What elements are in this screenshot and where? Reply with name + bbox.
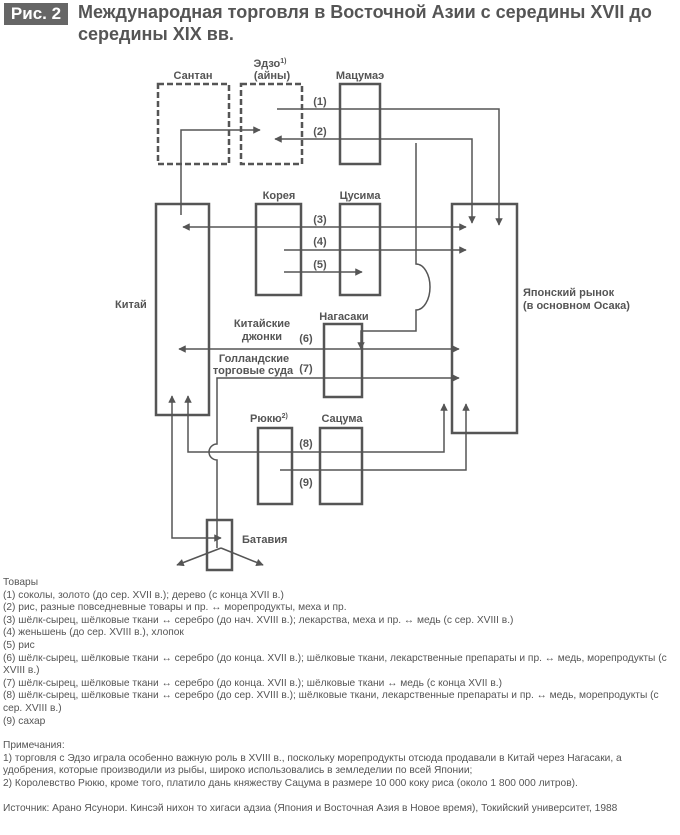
route-9-arrow xyxy=(280,403,470,471)
label-ezo-ainu: (айны) xyxy=(254,70,291,82)
goods-item: (9) сахар xyxy=(3,715,46,727)
label-matsumae: Мацумаэ xyxy=(336,70,384,82)
label-satsuma: Сацума xyxy=(321,413,363,425)
matsumae-box xyxy=(338,82,382,166)
route-label-2: (2) xyxy=(313,126,327,138)
goods-item: (3) шёлк-сырец, шёлковые ткани ↔ серебро… xyxy=(3,614,514,626)
batavia-box xyxy=(205,518,234,572)
goods-heading: Товары xyxy=(3,577,39,588)
source-citation: Источник: Арано Ясунори. Кинсэй нихон то… xyxy=(3,802,618,814)
route-label-7: (7) xyxy=(299,363,313,375)
label-ezo: Эдзо1) xyxy=(254,58,287,70)
label-japan-market: Японский рынок xyxy=(523,287,615,299)
route-label-3: (3) xyxy=(313,214,327,226)
route-label-5: (5) xyxy=(313,259,327,271)
label-dutch-ships-2: торговые суда xyxy=(213,365,294,377)
label-batavia: Батавия xyxy=(242,534,287,546)
trade-diagram: Сантан Эдзо1) (айны) Мацумаэ Корея Цусим… xyxy=(115,58,630,572)
goods-item: (4) женьшень (до сер. XVIII в.), хлопок xyxy=(3,627,184,639)
goods-item: (5) рис xyxy=(3,639,35,651)
route-label-8: (8) xyxy=(299,438,313,450)
note-item: 2) Королевство Рюкю, кроме того, платило… xyxy=(3,777,578,789)
label-santan: Сантан xyxy=(174,70,213,82)
batavia-out-right-arrow xyxy=(220,547,264,566)
route-label-6: (6) xyxy=(299,333,313,345)
route-label-1: (1) xyxy=(313,96,327,108)
legend-notes: Товары (1) соколы, золото (до сер. XVII … xyxy=(3,577,675,815)
japan-market-box xyxy=(450,202,519,435)
figure-badge: Рис. 2 xyxy=(4,3,68,25)
ezo-nagasaki-arrow xyxy=(357,143,431,350)
route-1-arrow xyxy=(277,108,503,226)
nagasaki-box xyxy=(322,322,364,399)
santan-box xyxy=(156,82,231,166)
notes-heading: Примечания: xyxy=(3,740,65,752)
label-tsushima: Цусима xyxy=(340,190,382,202)
goods-item: (7) шёлк-сырец, шёлковые ткани ↔ серебро… xyxy=(3,677,502,689)
figure-title: Международная торговля в Восточной Азии … xyxy=(78,2,652,44)
label-ryukyu: Рюкю2) xyxy=(250,413,288,425)
label-china: Китай xyxy=(115,299,147,311)
ryukyu-box xyxy=(256,426,294,506)
route-8-arrow xyxy=(184,395,448,453)
route-label-4: (4) xyxy=(313,236,327,248)
china-batavia-arrow xyxy=(168,395,222,542)
batavia-out-left-arrow xyxy=(176,547,222,567)
label-chinese-junks: Китайские xyxy=(234,318,290,330)
satsuma-box xyxy=(318,426,364,506)
label-korea: Корея xyxy=(263,190,296,202)
label-dutch-ships: Голландские xyxy=(219,353,289,365)
goods-item: (6) шёлк-сырец, шёлковые ткани ↔ серебро… xyxy=(3,652,667,677)
goods-item: (1) соколы, золото (до сер. XVII в.); де… xyxy=(3,589,284,601)
label-nagasaki: Нагасаки xyxy=(319,311,368,323)
route-7-arrow xyxy=(208,374,460,548)
china-box xyxy=(154,202,211,417)
label-chinese-junks-2: джонки xyxy=(242,331,282,343)
label-japan-market-sub: (в основном Осака) xyxy=(523,300,630,312)
goods-item: (8) шёлк-сырец, шёлковые ткани ↔ серебро… xyxy=(3,690,659,714)
santan-china-arrow xyxy=(180,126,261,215)
route-2-arrow xyxy=(274,135,476,224)
goods-item: (2) рис, разные повседневные товары и пр… xyxy=(3,602,347,614)
note-item: 1) торговля с Эдзо играла особенно важну… xyxy=(3,752,622,777)
route-label-9: (9) xyxy=(299,477,313,489)
ezo-box xyxy=(239,82,304,166)
